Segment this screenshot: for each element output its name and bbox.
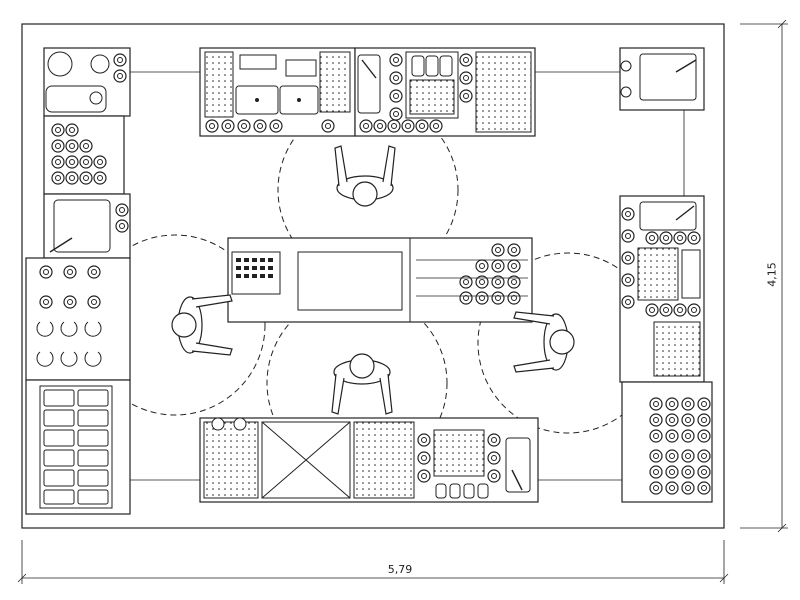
dimension-width-label: 5,79: [387, 563, 413, 576]
person-icon: [334, 145, 396, 207]
left-sink-unit: [43, 193, 131, 259]
bottom-counter: [199, 417, 539, 503]
dimension-depth-label: 4,15: [765, 262, 779, 287]
person-icon: [171, 294, 233, 356]
left-top-fixtures: [43, 47, 131, 117]
dimension-depth: [740, 19, 788, 533]
top-prep-counter: [354, 47, 536, 137]
sink-icon-right: [639, 53, 697, 101]
sink-icon: [53, 199, 111, 253]
room-outline: [21, 23, 725, 529]
right-bottom-rack: [621, 381, 713, 503]
center-island: [227, 237, 533, 323]
worker-center: [331, 353, 393, 415]
left-bottom-shelving: [25, 379, 131, 515]
top-sink-counter: [199, 47, 356, 137]
dimension-width: [17, 540, 729, 584]
worker-left: [171, 294, 233, 356]
person-icon: [331, 353, 393, 415]
hand-sink-icon: [357, 54, 381, 114]
right-burner-unit: [619, 195, 705, 383]
hand-sink-icon-bottom: [505, 437, 531, 493]
left-stove: [25, 257, 131, 381]
double-sink-icon: [235, 85, 319, 115]
right-sink-unit: [619, 47, 705, 111]
worker-top: [334, 145, 396, 207]
left-rack: [43, 115, 125, 195]
